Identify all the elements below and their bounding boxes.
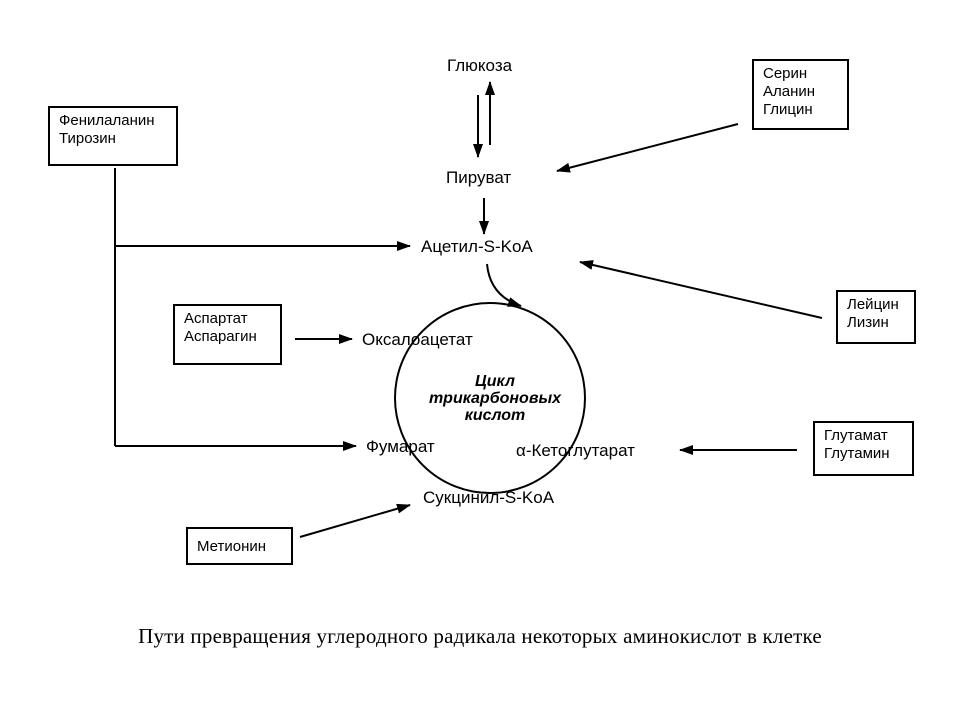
node-succinyl-coa: Сукцинил-S-KoA bbox=[423, 488, 555, 507]
box-methionine: Метионин bbox=[186, 527, 293, 565]
box-line: Тирозин bbox=[59, 130, 116, 147]
box-line: Фенилаланин bbox=[59, 112, 155, 129]
arrow-leucine-to-acetyl bbox=[579, 260, 823, 319]
box-glutamate-glutamine: Глутамат Глутамин bbox=[813, 421, 914, 476]
tca-label-line-3: кислот bbox=[464, 407, 526, 424]
arrow-serine-to-pyruvate bbox=[556, 123, 739, 173]
tca-cycle-circle bbox=[394, 302, 586, 494]
node-pyruvate: Пируват bbox=[446, 168, 512, 187]
tca-label-line-1: Цикл bbox=[475, 373, 515, 390]
arrow-methionine-to-succinyl bbox=[299, 503, 411, 538]
box-line: Аспартат bbox=[184, 310, 248, 327]
box-line: Глутамин bbox=[824, 445, 890, 462]
box-aspartate-asparagine: Аспартат Аспарагин bbox=[173, 304, 282, 365]
box-leucine-lysine: Лейцин Лизин bbox=[836, 290, 916, 344]
box-line: Аланин bbox=[763, 83, 816, 100]
node-glucose: Глюкоза bbox=[447, 56, 513, 75]
node-fumarate: Фумарат bbox=[366, 437, 435, 456]
tca-cycle-label: Цикл трикарбоновых кислот bbox=[385, 373, 605, 424]
tca-label-line-2: трикарбоновых bbox=[428, 390, 562, 407]
box-line: Метионин bbox=[197, 538, 267, 555]
figure-caption: Пути превращения углеродного радикала не… bbox=[138, 624, 822, 648]
box-line: Глицин bbox=[763, 101, 813, 118]
box-serine-alanine-glycine: Серин Аланин Глицин bbox=[752, 59, 849, 130]
box-line: Серин bbox=[763, 65, 808, 82]
node-acetyl-coa: Ацетил-S-KoA bbox=[421, 237, 533, 256]
box-line: Лизин bbox=[847, 314, 889, 331]
node-oxaloacetate: Оксалоацетат bbox=[362, 330, 473, 349]
box-line: Глутамат bbox=[824, 427, 888, 444]
box-line: Лейцин bbox=[847, 296, 899, 313]
arrow-acetyl-to-cycle bbox=[486, 263, 522, 307]
box-phenylalanine-tyrosine: Фенилаланин Тирозин bbox=[48, 106, 178, 166]
node-ketoglutarate: α-Кетоглутарат bbox=[516, 441, 635, 460]
box-line: Аспарагин bbox=[184, 328, 257, 345]
